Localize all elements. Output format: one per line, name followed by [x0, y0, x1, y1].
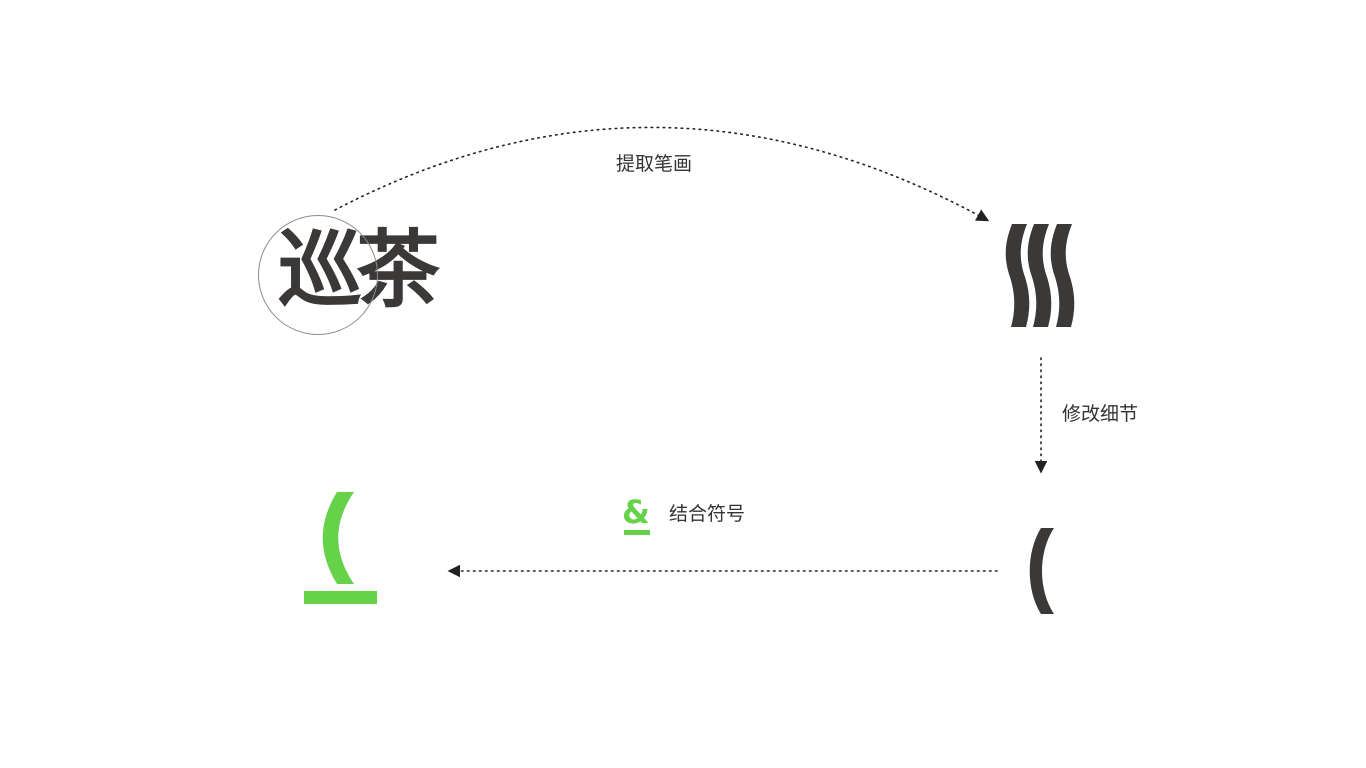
wave-strokes-icon	[1005, 224, 1075, 327]
refined-stroke-icon	[1029, 528, 1054, 614]
svg-text:&: &	[622, 493, 650, 531]
highlight-circle	[258, 215, 378, 335]
step-label-combine: 结合符号	[669, 503, 746, 525]
step-label-refine: 修改细节	[1062, 403, 1139, 425]
ampersand-symbol-icon: &	[622, 493, 650, 535]
final-logo-mark-icon	[304, 492, 377, 604]
step-label-extract: 提取笔画	[616, 153, 693, 175]
